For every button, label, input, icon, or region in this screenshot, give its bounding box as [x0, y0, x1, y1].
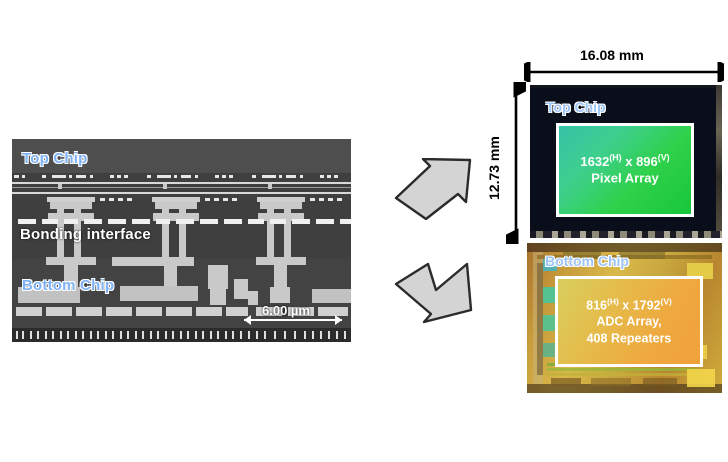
sem-label-bottom-chip: Bottom Chip [22, 277, 115, 294]
sem-scale-bar [244, 315, 342, 325]
pixel-array-sep: x [621, 154, 637, 170]
arrow-to-bottom-chip [394, 262, 473, 324]
arrow-to-top-chip [394, 158, 472, 220]
top-chip-die-photo: Top Chip 1632(H) x 896(V) Pixel Array [530, 85, 722, 238]
height-dimension-label: 12.73 mm [486, 136, 502, 200]
adc-array-region: 816(H) x 1792(V) ADC Array, 408 Repeater… [555, 276, 703, 367]
sem-substrate-strip [12, 328, 351, 342]
adc-array-caption-2: 408 Repeaters [586, 331, 672, 346]
sem-label-top-chip: Top Chip [22, 150, 88, 167]
sem-top-chip-region [12, 139, 351, 173]
pixel-array-text: 1632(H) x 896(V) Pixel Array [559, 153, 691, 188]
adc-array-caption-1: ADC Array, [596, 314, 662, 329]
bottom-chip-die-photo: Bottom Chip 816(H) x 1792(V) ADC Array, … [527, 243, 722, 393]
sem-cross-section-image: Top Chip Bonding interface Bottom Chip 6… [12, 139, 351, 342]
sem-metal-line-2 [12, 187, 351, 188]
pixel-array-v-sup: (V) [657, 152, 670, 163]
pixel-array-region: 1632(H) x 896(V) Pixel Array [556, 123, 694, 217]
width-dimension-arrow [524, 62, 724, 82]
sem-metal-line-3 [12, 192, 351, 194]
sem-metal-line-1 [12, 182, 351, 184]
pixel-array-v: 896 [636, 154, 658, 170]
pixel-array-h-sup: (H) [609, 152, 622, 163]
top-die-right-edge [716, 85, 722, 238]
width-dimension-label: 16.08 mm [580, 47, 644, 63]
sem-label-bonding-interface: Bonding interface [20, 226, 151, 243]
pixel-array-caption: Pixel Array [591, 171, 659, 187]
adc-array-text: 816(H) x 1792(V) ADC Array, 408 Repeater… [558, 296, 700, 347]
adc-array-v-sup: (V) [660, 295, 672, 306]
pixel-array-h: 1632 [580, 154, 610, 170]
top-die-bond-pads [530, 231, 722, 238]
sem-bonding-interface-dashes [12, 219, 351, 224]
bottom-die-label: Bottom Chip [545, 253, 629, 269]
adc-array-v: 1792 [632, 297, 661, 312]
top-die-top-edge [530, 85, 722, 88]
height-dimension-arrow [506, 82, 526, 244]
sem-metal-dot-row-1 [12, 175, 351, 178]
adc-array-h-sup: (H) [606, 295, 619, 306]
sem-scale-bar-label: 6.00 µm [262, 303, 310, 318]
adc-array-h: 816 [586, 297, 607, 312]
top-die-label: Top Chip [546, 99, 606, 115]
adc-array-sep: x [618, 297, 633, 312]
